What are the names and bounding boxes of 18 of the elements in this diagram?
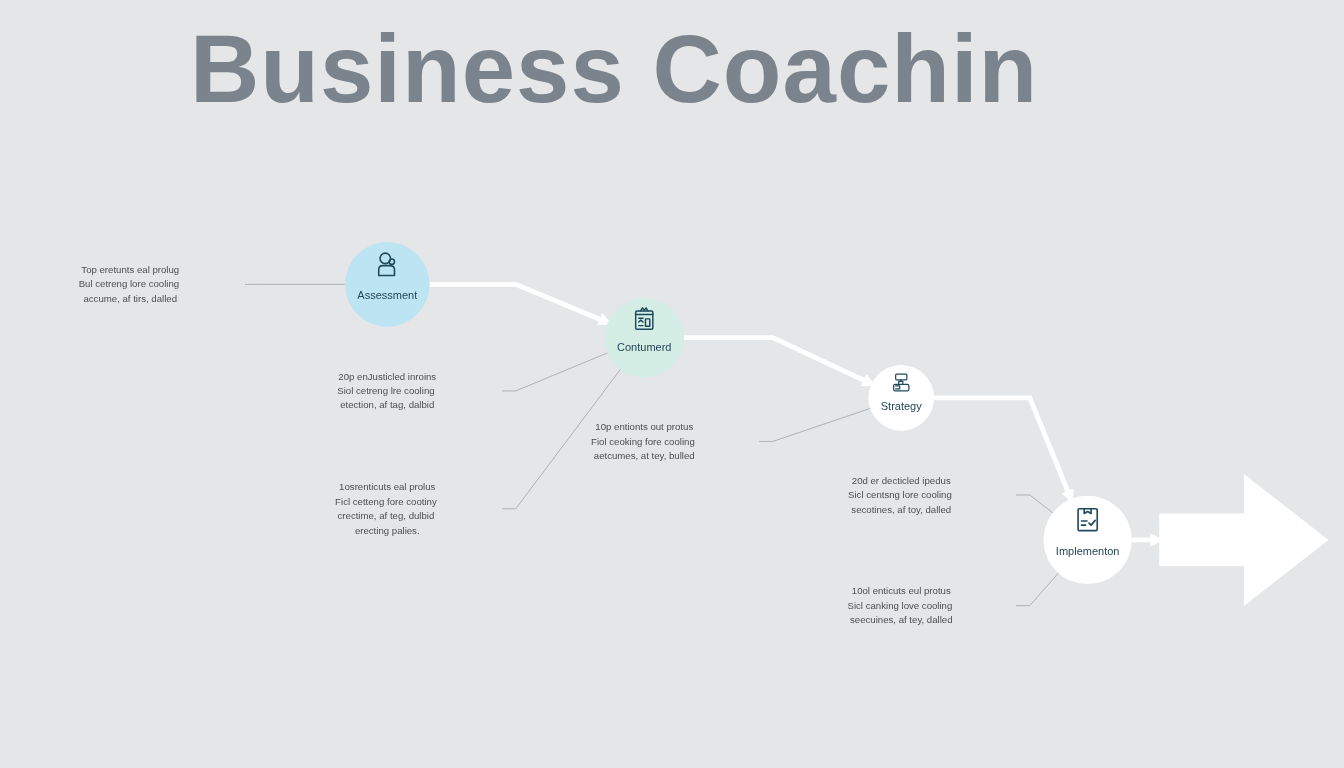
node-text: 10p entionts out protus Fiol ceoking fore cooling aetcumes, at tey, bulled [591,421,695,462]
node-text: 20d er decticled ipedus Sicl centsng lore cooling secotines, af toy, dalled [848,474,952,515]
connector [501,368,621,510]
title: Business Coachin [190,14,1039,124]
node-circle: Strategy [868,365,935,431]
arrow [934,395,1074,503]
node-circle: Implementon [1043,495,1132,585]
node-circle: Assessment [344,242,430,327]
connector [501,352,609,392]
node-text: Top eretunts eal prolug Bul cetreng lore cooling accume, af tirs, dalled [78,264,180,304]
node-text: 10ol enticuts eul protus Sicl canking love cooling seecuines, af tey, dalled [847,585,953,626]
connector [758,408,871,442]
connector [1015,494,1054,514]
node-text: 1osrenticuts eal prolus Ficl cetteng fore cootiny crectime, af teg, dulbid erecting palies. [335,481,437,536]
connector [1015,572,1059,607]
node-circle: Contumerd [604,298,684,378]
connector [244,283,346,285]
node-text: 20p enJusticled inroins Siol cetreng lre cooling etection, af tag, dalbid [337,370,437,411]
